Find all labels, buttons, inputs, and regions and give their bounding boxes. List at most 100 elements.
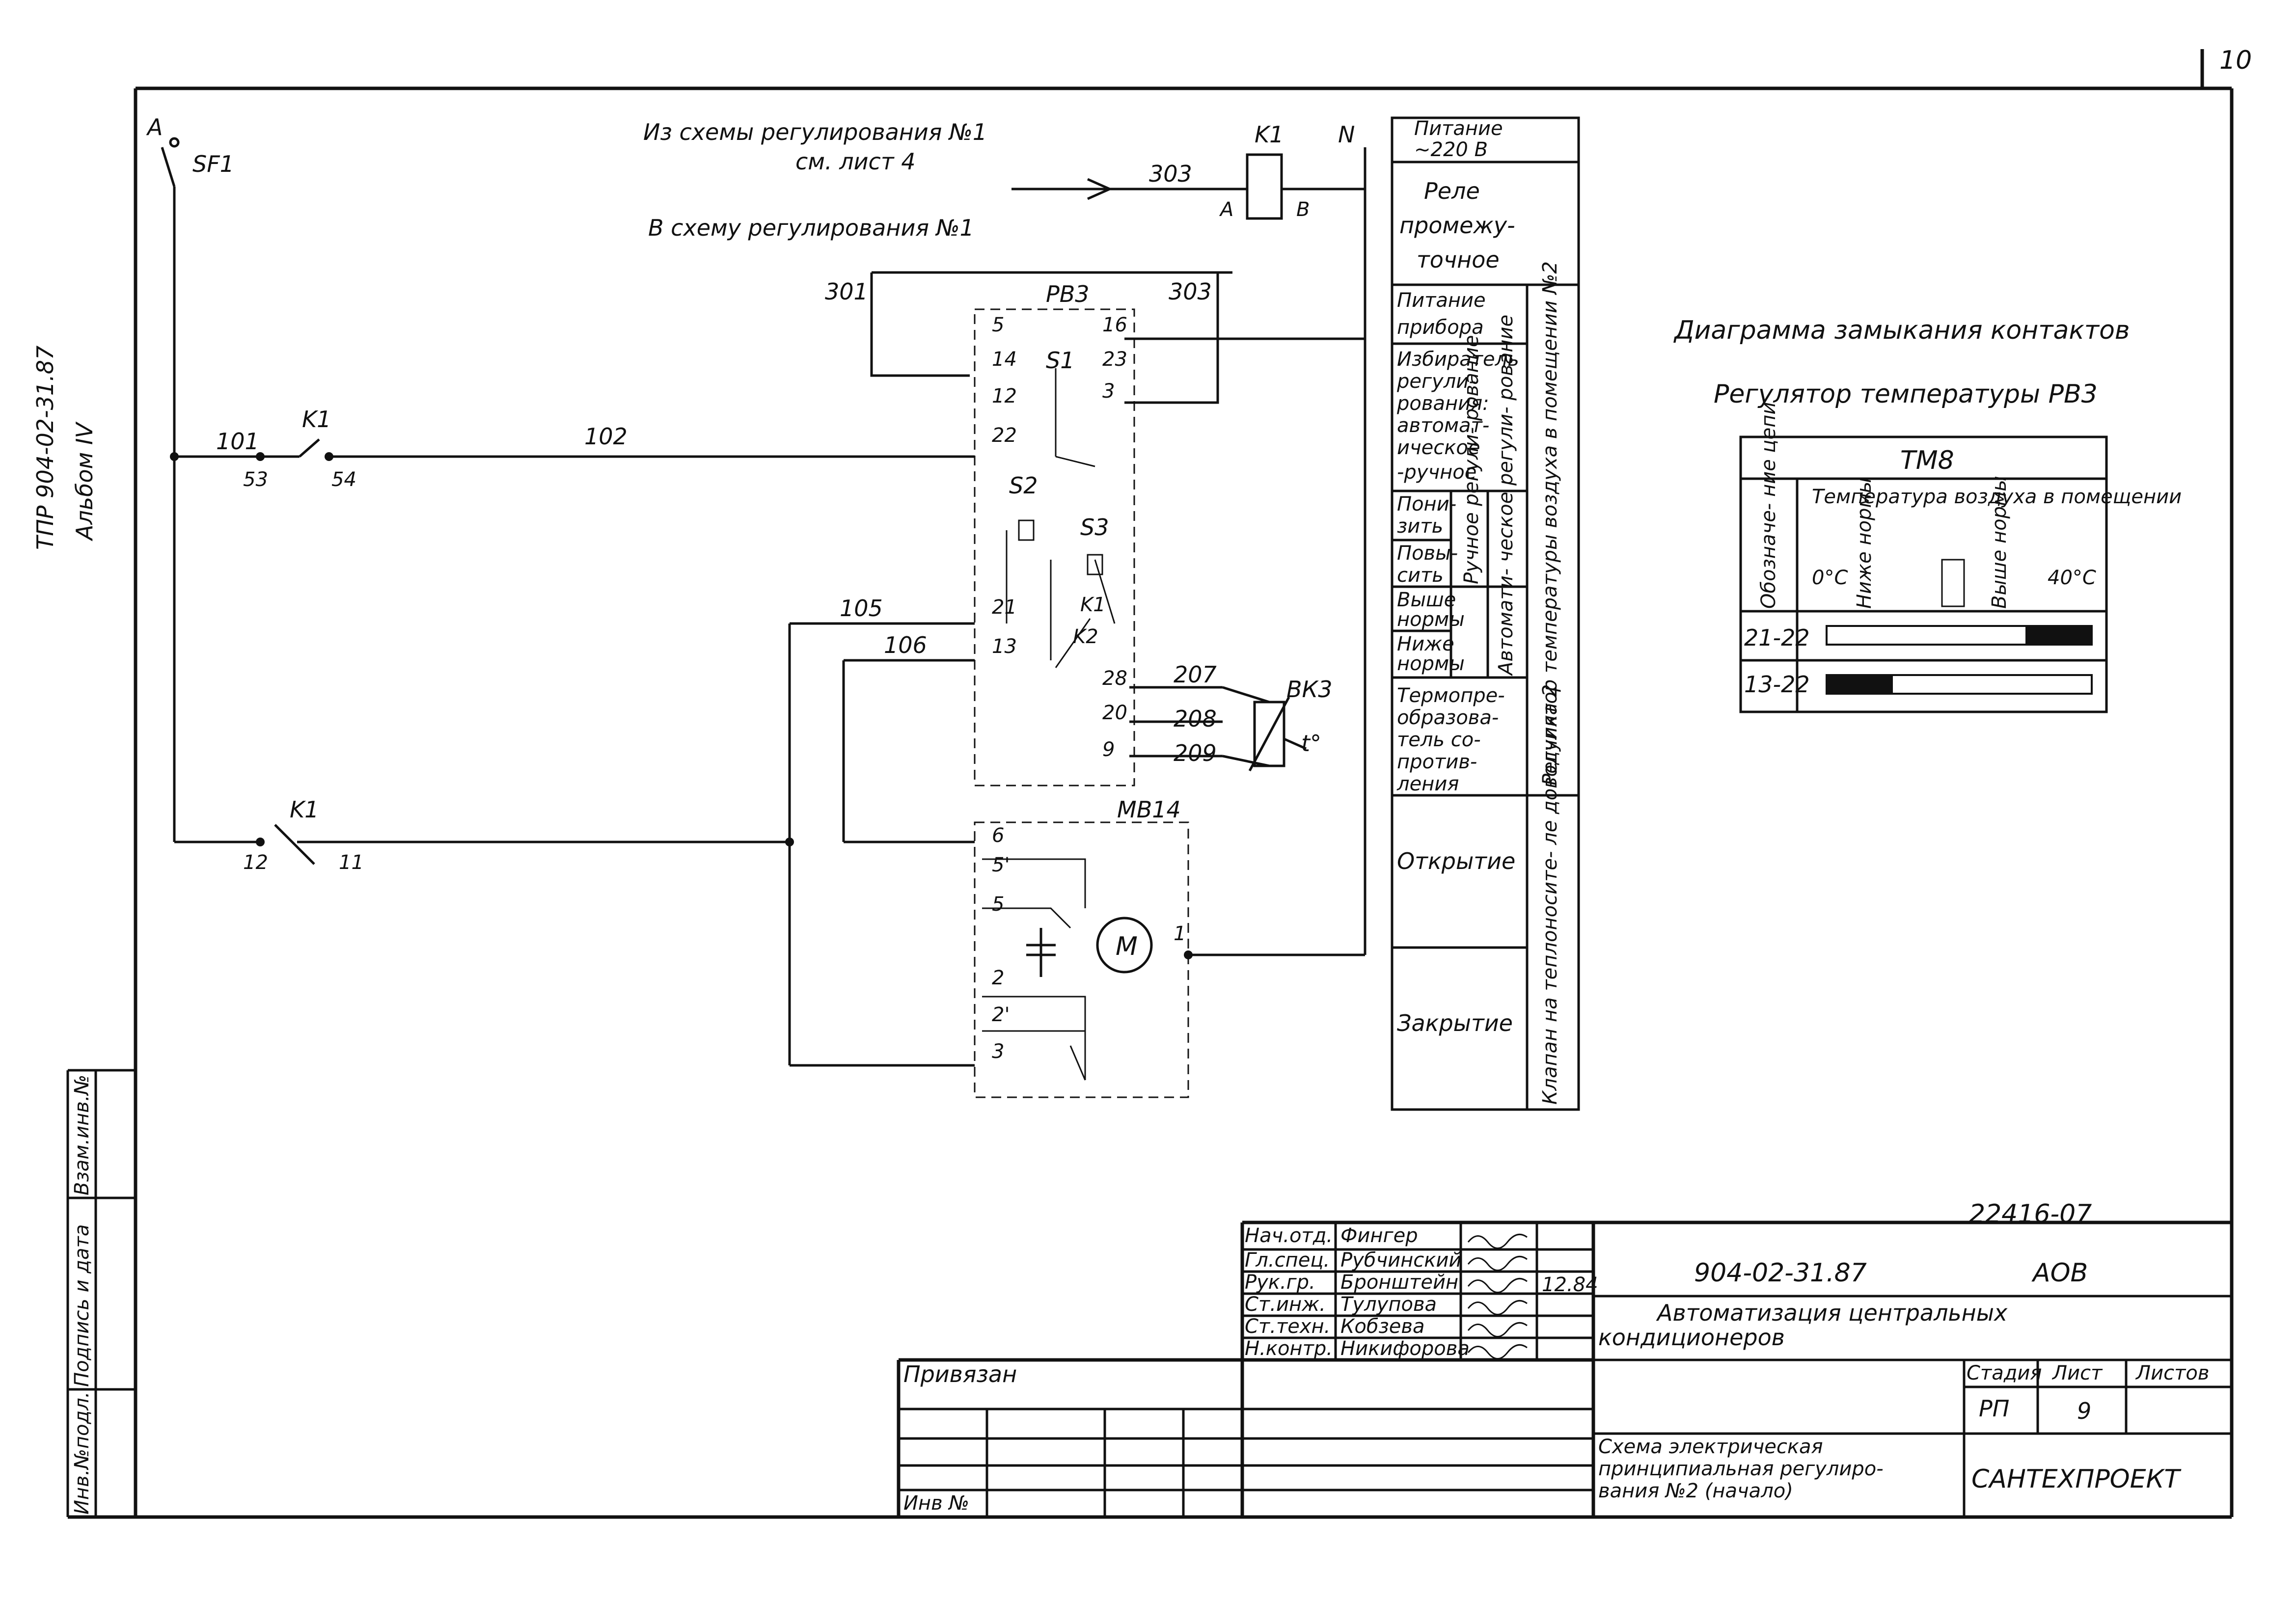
legend-transducer-5: ления bbox=[1396, 773, 1459, 795]
mb14-label: МВ14 bbox=[1117, 796, 1181, 823]
relay-a-label: A bbox=[1219, 198, 1233, 221]
stamp-inv-podl: Инв.№подл. bbox=[71, 1391, 93, 1515]
sheet-value: 9 bbox=[2077, 1398, 2091, 1424]
rv3-terminal-16: 16 bbox=[1102, 314, 1127, 336]
sheets-header: Листов bbox=[2135, 1362, 2209, 1384]
name-2: Рубчинский bbox=[1340, 1249, 1461, 1272]
k1-relay-label: K1 bbox=[1255, 121, 1284, 148]
k1-contact1-label: K1 bbox=[302, 406, 331, 433]
mb14-internals bbox=[982, 858, 1153, 1081]
title-block bbox=[897, 1220, 2232, 1517]
sheet-title-1: Схема электрическая bbox=[1598, 1436, 1823, 1458]
name-4: Тулупова bbox=[1340, 1293, 1437, 1316]
legend-selector-3: рования: bbox=[1396, 392, 1489, 415]
stamp-vzam-inv: Взам.инв.№ bbox=[71, 1075, 93, 1195]
motor-terminal-6: 6 bbox=[992, 824, 1004, 847]
temp-header-label: Температура воздуха в помещении bbox=[1812, 486, 2182, 508]
wire-303-label: 303 bbox=[1169, 278, 1212, 305]
legend-power-1: Питание bbox=[1414, 117, 1503, 140]
legend-selector-5: ическое bbox=[1397, 436, 1480, 459]
motor-terminal-1: 1 bbox=[1174, 922, 1186, 945]
document-mark: АОВ bbox=[2031, 1258, 2088, 1288]
legend-transducer-1: Термопре- bbox=[1397, 684, 1505, 707]
rv3-terminal-22: 22 bbox=[992, 424, 1017, 447]
wire-106-label: 106 bbox=[884, 632, 927, 658]
rv3-terminal-9: 9 bbox=[1102, 738, 1115, 761]
rv3-terminal-3: 3 bbox=[1102, 380, 1115, 403]
legend-raise-1: Повы- bbox=[1397, 542, 1458, 565]
signature-date: 12.84 bbox=[1542, 1274, 1598, 1296]
rv3-terminal-20: 20 bbox=[1102, 702, 1127, 724]
legend-lower-2: зить bbox=[1397, 515, 1443, 538]
role-3: Рук.гр. bbox=[1245, 1271, 1315, 1294]
names-column: Фингер Рубчинский Бронштейн Тулупова Коб… bbox=[1340, 1224, 1470, 1360]
junction-dots bbox=[170, 452, 1193, 959]
document-code: 904-02-31.87 bbox=[1694, 1258, 1867, 1288]
from-scheme-label: Из схемы регулирования №1 bbox=[643, 119, 987, 145]
zero-c-label: 0°C bbox=[1812, 567, 1848, 589]
legend-above-2: нормы bbox=[1397, 608, 1465, 631]
contact-12-label: 12 bbox=[243, 851, 268, 874]
bar-21-22-closed bbox=[2025, 626, 2092, 645]
left-stamp bbox=[66, 1069, 136, 1517]
bar-13-22-closed bbox=[1827, 675, 1893, 694]
wire-102-label: 102 bbox=[584, 423, 628, 450]
wire-209-label: 209 bbox=[1174, 740, 1217, 766]
row-21-22-label: 21-22 bbox=[1744, 624, 1810, 651]
contact-54-label: 54 bbox=[331, 468, 356, 491]
see-sheet-label: см. лист 4 bbox=[795, 148, 916, 175]
rv3-terminal-23: 23 bbox=[1102, 348, 1127, 371]
legend-regulator-vertical: Регулятор температуры воздуха в помещени… bbox=[1539, 261, 1561, 786]
role-6: Н.контр. bbox=[1245, 1337, 1333, 1360]
circuit-wires bbox=[161, 137, 1367, 1067]
stage-value: РП bbox=[1979, 1395, 2009, 1422]
legend-manual-vertical: Ручное регули- рование bbox=[1460, 335, 1483, 584]
bk3-label: ВК3 bbox=[1286, 676, 1332, 703]
tm8-label: ТМ8 bbox=[1900, 446, 1954, 475]
motor-label: M bbox=[1116, 932, 1138, 961]
motor-terminal-2p: 2' bbox=[992, 1003, 1010, 1026]
above-norm-label: Выше нормы bbox=[1988, 476, 2011, 609]
row-13-22-label: 13-22 bbox=[1744, 671, 1810, 698]
legend-transducer-3: тель со- bbox=[1397, 729, 1481, 751]
internal-k1-label: K1 bbox=[1080, 594, 1106, 616]
stage-header: Стадия bbox=[1967, 1362, 2042, 1384]
album-label: Альбом IV bbox=[71, 421, 98, 542]
rv3-box bbox=[974, 308, 1135, 786]
forty-c-label: 40°C bbox=[2048, 567, 2096, 589]
organization: САНТЕХПРОЕКТ bbox=[1971, 1464, 2182, 1494]
legend-relay-1: Реле bbox=[1424, 178, 1480, 204]
role-4: Ст.инж. bbox=[1245, 1293, 1326, 1316]
contact-11-label: 11 bbox=[339, 851, 364, 874]
legend-selector-1: Избиратель bbox=[1397, 348, 1519, 371]
legend-transducer-2: образова- bbox=[1397, 706, 1499, 729]
k1-contact2-label: K1 bbox=[290, 796, 319, 823]
registration-number: 22416-07 bbox=[1969, 1199, 2092, 1229]
legend-selector-6: -ручное bbox=[1397, 461, 1476, 484]
motor-terminal-5p: 5' bbox=[992, 854, 1010, 876]
sf1-label: SF1 bbox=[192, 151, 234, 177]
signatures bbox=[1467, 1233, 1528, 1359]
drawing-frame bbox=[68, 49, 2234, 1519]
relay-k1-coil bbox=[1246, 153, 1283, 220]
contact-diagram-table bbox=[1739, 435, 2108, 713]
name-5: Кобзева bbox=[1340, 1315, 1425, 1338]
wire-208-label: 208 bbox=[1174, 705, 1217, 732]
switch-s2-label: S2 bbox=[1009, 472, 1038, 499]
internal-k2-label: K2 bbox=[1073, 625, 1098, 648]
phase-a-label: A bbox=[146, 114, 163, 140]
name-3: Бронштейн bbox=[1340, 1271, 1458, 1294]
legend-valve-vertical: Клапан на теплоносите- ле доводчика 2 bbox=[1539, 684, 1561, 1105]
role-5: Ст.техн. bbox=[1245, 1315, 1330, 1338]
rv3-terminal-12: 12 bbox=[992, 385, 1017, 407]
legend-relay-3: точное bbox=[1417, 246, 1500, 273]
stamp-podpis-data: Подпись и дата bbox=[71, 1224, 93, 1387]
relay-b-label: B bbox=[1296, 198, 1310, 221]
project-code-label: ТПР 904-02-31.87 bbox=[32, 346, 58, 550]
rv3-label: РВ3 bbox=[1046, 281, 1090, 307]
legend-power-2: ~220 В bbox=[1414, 138, 1488, 161]
legend-open: Открытие bbox=[1397, 848, 1515, 874]
legend-relay-2: промежу- bbox=[1399, 212, 1515, 239]
contact-bars bbox=[1826, 625, 2093, 695]
